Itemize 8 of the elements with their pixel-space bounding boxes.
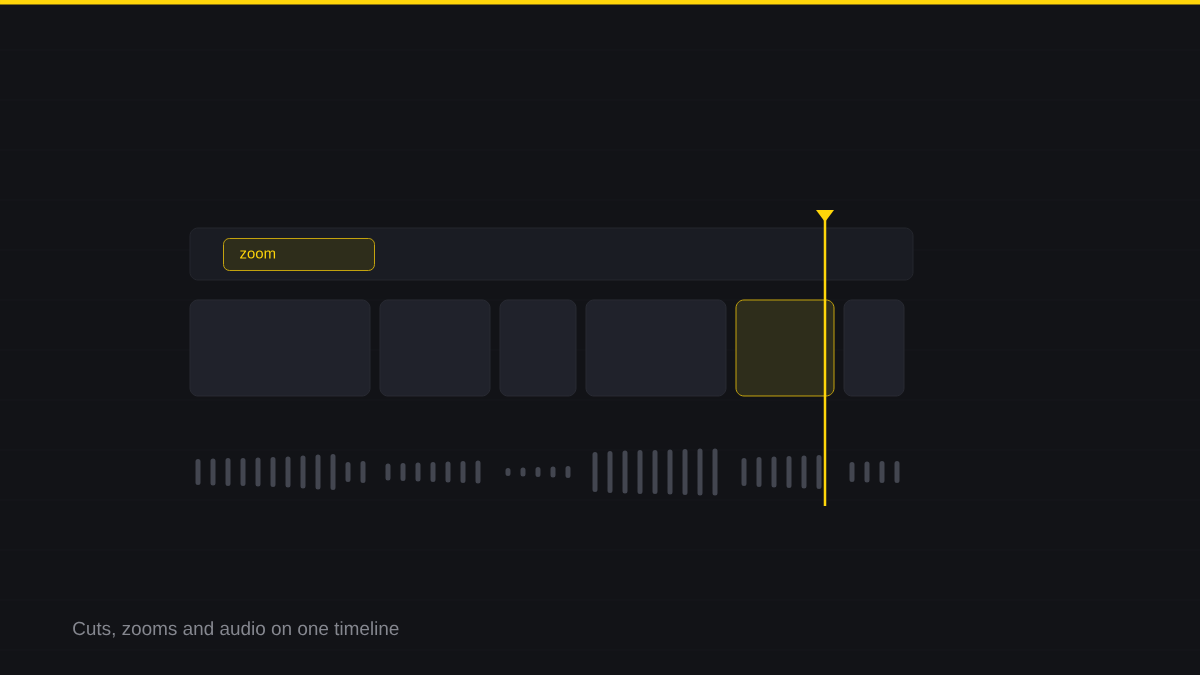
clip-block <box>189 299 371 397</box>
clip-block <box>379 299 491 397</box>
caption: Cuts, zooms and audio on one timeline <box>73 621 399 638</box>
clip-block <box>585 299 727 397</box>
clip-block <box>843 299 905 397</box>
clip-block <box>735 299 835 397</box>
segment-chip: zoom <box>223 238 375 271</box>
clip-block <box>499 299 577 397</box>
